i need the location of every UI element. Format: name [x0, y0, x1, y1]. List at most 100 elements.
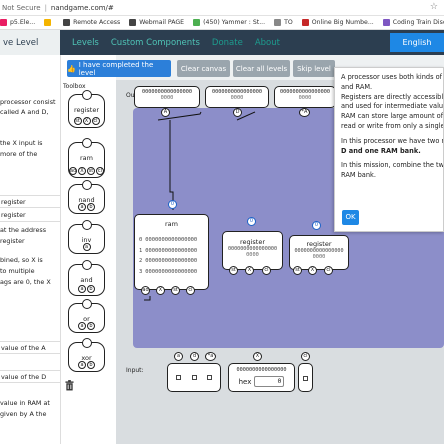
bookmark-item[interactable]: Online Big Numbe...	[301, 19, 374, 26]
bookmark-favicon-icon	[274, 19, 282, 26]
input-flag-checkbox[interactable]	[192, 375, 197, 380]
address-bar[interactable]: Not Secure | nandgame.com/# ☆	[0, 0, 444, 16]
input-flag-d-pin[interactable]: d	[190, 352, 199, 361]
toolbox-title: Toolbox	[63, 83, 86, 90]
ram-output-pin[interactable]: 0	[168, 200, 177, 209]
register-1-pin-st[interactable]: st	[229, 266, 238, 275]
register-2-pin-cl[interactable]: cl	[324, 266, 333, 275]
toolbox-item-label: nand	[78, 196, 95, 204]
input-pin: cl	[96, 167, 104, 175]
popup-line: Registers are directly accessible	[341, 92, 444, 101]
popup-line: RAM can store large amount of	[341, 112, 444, 121]
output-star-a-hex: 0000	[298, 95, 312, 101]
output-star-a-pin[interactable]: *A	[299, 108, 310, 117]
ram-value: 0000000000000000	[145, 247, 198, 254]
bookmark-item[interactable]: Remote Access	[63, 19, 120, 26]
level-description-panel: processor consist called A and D, the X …	[0, 55, 61, 444]
register-2-hex: 0000	[312, 254, 326, 260]
input-flag-checkbox[interactable]	[176, 375, 181, 380]
bookmark-item[interactable]: p5.Ele...	[0, 19, 35, 26]
ram-pin-st[interactable]: st	[171, 286, 180, 295]
nav-custom-components[interactable]: Custom Components	[110, 37, 200, 48]
complete-level-button[interactable]: 👍 I have completed the level	[67, 60, 171, 77]
bookmark-item[interactable]: Webmail PAGE	[129, 19, 184, 26]
register-2[interactable]: register 0000000000000000 0000	[289, 235, 349, 270]
input-cl-pin[interactable]: cl	[301, 352, 310, 361]
ram-title: ram	[165, 220, 178, 228]
input-cl-checkbox[interactable]	[303, 376, 308, 381]
register-2-pin-st[interactable]: st	[293, 266, 302, 275]
nav-donate[interactable]: Donate	[211, 37, 243, 48]
register-2-output-pin[interactable]: 0	[312, 221, 321, 230]
ram-pin-cl[interactable]: cl	[186, 286, 195, 295]
ram-pin-X[interactable]: X	[156, 286, 165, 295]
table-row: value of the A	[0, 341, 60, 354]
url-text[interactable]: nandgame.com/#	[50, 3, 114, 12]
nav-about[interactable]: About	[254, 37, 280, 48]
output-ring-icon	[82, 338, 92, 348]
bookmark-favicon-icon	[0, 19, 7, 26]
output-star-a-binary: 0000000000000000	[280, 89, 330, 95]
register-2-title: register	[306, 240, 332, 248]
bookmark-item[interactable]: Coding Train Disc...	[382, 19, 444, 26]
input-pin: b	[87, 361, 95, 369]
register-1-pin-cl[interactable]: cl	[262, 266, 271, 275]
description-line: processor consist	[0, 98, 56, 106]
ram-pin-ad[interactable]: ad	[141, 286, 150, 295]
description-line: the X input is	[0, 139, 43, 147]
output-d-pin[interactable]: D	[233, 108, 242, 117]
register-1-output-pin[interactable]: 0	[247, 217, 256, 226]
register-1-hex: 0000	[246, 252, 259, 258]
bookmark-label: TO	[284, 19, 293, 26]
bookmark-item[interactable]: (450) Yammer : St...	[193, 19, 265, 26]
toolbox-item-label: ram	[80, 154, 93, 162]
language-button[interactable]: English	[390, 33, 444, 52]
clear-all-levels-button[interactable]: Clear all levels	[233, 60, 290, 77]
skip-level-button[interactable]: Skip level	[293, 60, 335, 77]
register-1[interactable]: register 0000000000000000 0000	[222, 231, 283, 270]
ram-address: 1	[139, 247, 143, 254]
register-2-binary: 0000000000000000	[294, 248, 344, 254]
ram-address: 0	[139, 237, 143, 243]
complete-level-label: I have completed the level	[78, 60, 154, 77]
toolbox-item-pins: a	[69, 243, 104, 251]
input-x[interactable]: 0000000000000000 hex 0	[228, 363, 295, 392]
output-a: 0000000000000000 0000	[134, 86, 200, 108]
register-2-pin-X[interactable]: X	[308, 266, 317, 275]
input-flag-a-pin[interactable]: a	[174, 352, 183, 361]
input-cl[interactable]	[298, 363, 313, 392]
description-line: more of the	[0, 150, 38, 158]
bookmark-label: (450) Yammer : St...	[203, 19, 266, 26]
output-a-pin[interactable]: A	[161, 108, 170, 117]
input-pin: b	[87, 203, 95, 211]
description-line: at the address	[0, 226, 47, 234]
bookmark-label: Coding Train Disc...	[392, 19, 444, 26]
bookmark-favicon-icon	[129, 19, 137, 26]
app-navbar: ve Level Levels Custom Components Donate…	[0, 30, 444, 55]
bookmark-item[interactable]: TO	[274, 19, 293, 26]
trash-icon[interactable]	[65, 380, 74, 391]
popup-ok-button[interactable]: OK	[342, 210, 359, 225]
input-flag-*a-pin[interactable]: *a	[205, 352, 216, 361]
popup-line: and used for intermediate value	[341, 102, 444, 111]
input-x-pin[interactable]: X	[253, 352, 262, 361]
bookmark-item[interactable]	[44, 19, 54, 26]
bookmark-star-icon[interactable]: ☆	[429, 2, 438, 12]
clear-canvas-button[interactable]: Clear canvas	[177, 60, 230, 77]
input-hex-field[interactable]: 0	[254, 376, 285, 387]
nav-current-level[interactable]: ve Level	[0, 30, 60, 55]
security-status[interactable]: Not Secure	[2, 3, 41, 12]
input-flag-checkbox[interactable]	[207, 375, 212, 380]
nav-levels[interactable]: Levels	[72, 37, 99, 48]
register-1-pin-X[interactable]: X	[245, 266, 254, 275]
bookmark-favicon-icon	[301, 19, 309, 26]
